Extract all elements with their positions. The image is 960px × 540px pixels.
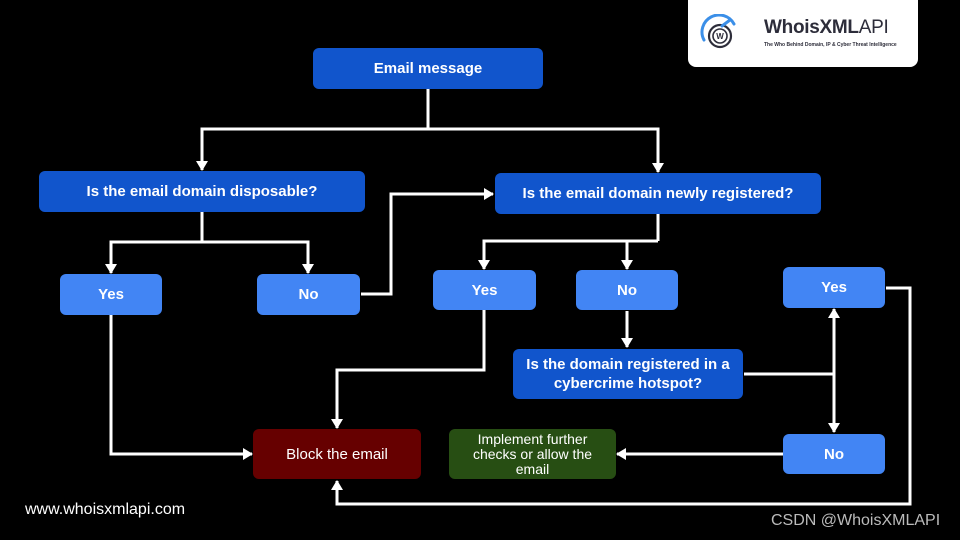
edge-disposable-to-no xyxy=(202,240,314,274)
node-question-newly-registered-label: Is the email domain newly registered? xyxy=(522,185,794,202)
node-hotspot-no-label: No xyxy=(824,445,844,463)
node-allow-email-line3: email xyxy=(515,460,550,477)
node-email-message: Email message xyxy=(313,48,543,89)
node-question-hotspot-line1: Is the domain registered in a xyxy=(526,356,730,373)
edge-no-to-newly xyxy=(361,188,494,296)
node-question-disposable-label: Is the email domain disposable? xyxy=(86,183,318,200)
whoisxmlapi-logo-icon: W xyxy=(700,14,736,49)
edge-disposable-to-yes xyxy=(105,240,202,274)
node-email-message-label: Email message xyxy=(373,60,483,77)
brand-name-main: WhoisXML xyxy=(764,17,859,38)
node-block-email: Block the email xyxy=(253,429,421,479)
node-question-hotspot: Is the domain registered in a cybercrime… xyxy=(513,349,743,399)
edge-hotspot-yes-to-block xyxy=(331,286,912,506)
node-allow-email: Implement further checks or allow the em… xyxy=(449,429,616,479)
node-question-newly-registered: Is the email domain newly registered? xyxy=(495,173,821,214)
node-disposable-yes-label: Yes xyxy=(98,286,124,303)
node-newly-no: No xyxy=(576,270,678,310)
website-url: www.whoisxmlapi.com xyxy=(25,501,186,518)
brand-name-suffix: API xyxy=(858,17,889,38)
node-block-email-label: Block the email xyxy=(286,445,388,463)
node-disposable-yes: Yes xyxy=(60,274,162,315)
edge-newly-to-yes xyxy=(478,239,658,270)
edge-split-to-disposable xyxy=(196,127,428,171)
node-hotspot-no: No xyxy=(783,434,885,474)
brand-tagline: The Who Behind Domain, IP & Cyber Threat… xyxy=(764,42,897,48)
node-newly-yes: Yes xyxy=(433,270,536,310)
node-hotspot-yes-label: Yes xyxy=(821,279,847,296)
node-newly-yes-label: Yes xyxy=(471,281,498,299)
edge-newly-yes-to-block xyxy=(331,310,486,429)
node-allow-email-line2: checks or allow the xyxy=(472,445,593,462)
node-question-hotspot-line2: cybercrime hotspot? xyxy=(553,375,703,392)
edge-split-to-newly xyxy=(428,127,664,173)
node-question-disposable: Is the email domain disposable? xyxy=(39,171,365,212)
node-allow-email-line1: Implement further xyxy=(477,430,588,447)
brand-name: WhoisXMLAPI xyxy=(764,17,889,39)
watermark: CSDN @WhoisXMLAPI xyxy=(771,512,941,529)
node-newly-no-label: No xyxy=(617,281,637,299)
brand-logo: W WhoisXMLAPI The Who Behind Domain, IP … xyxy=(688,0,918,67)
edge-disposable-yes-to-block xyxy=(109,315,253,460)
node-hotspot-yes: Yes xyxy=(783,267,885,308)
svg-text:W: W xyxy=(716,32,724,41)
node-disposable-no: No xyxy=(257,274,360,315)
node-disposable-no-label: No xyxy=(298,286,319,303)
